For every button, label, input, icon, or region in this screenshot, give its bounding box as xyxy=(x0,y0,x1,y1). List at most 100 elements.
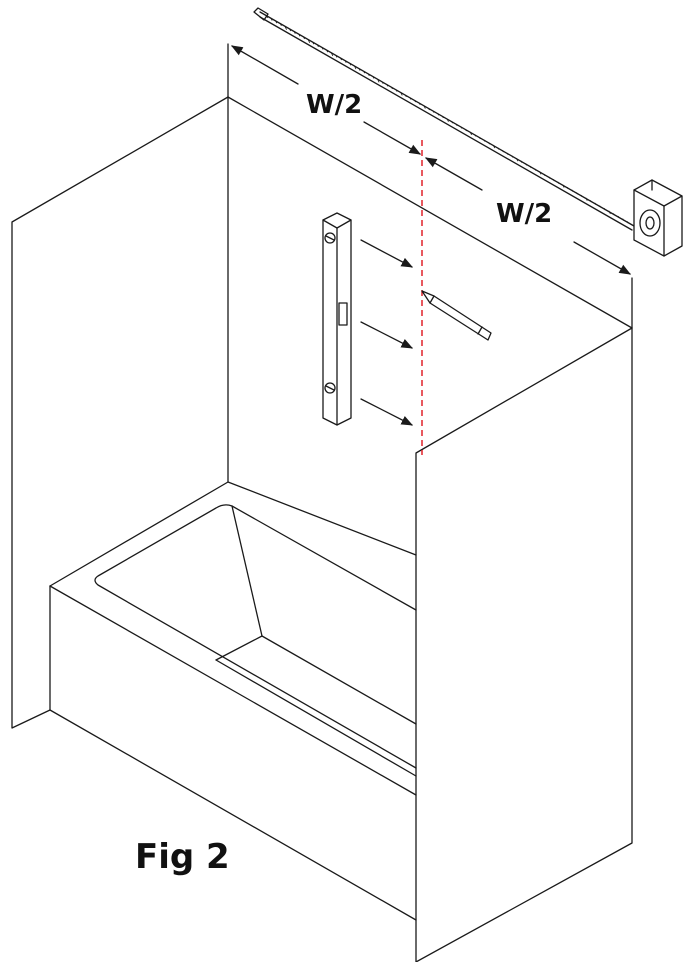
tape-tick xyxy=(516,158,519,162)
dim-arrow-right-end xyxy=(573,241,632,275)
tape-tick xyxy=(294,31,296,34)
tape-tick xyxy=(354,65,357,70)
tape-tick xyxy=(344,60,347,63)
tape-tick xyxy=(386,84,389,87)
tape-tick xyxy=(275,21,278,24)
tape-tick xyxy=(465,129,467,132)
tape-measure-icon xyxy=(253,7,683,257)
tape-tick xyxy=(594,202,597,205)
tape-tick xyxy=(349,63,352,66)
tape-tick xyxy=(446,118,449,122)
tape-tick xyxy=(381,81,384,84)
tape-tick xyxy=(423,105,426,109)
tape-tick xyxy=(455,123,458,126)
tape-tick xyxy=(405,94,407,98)
tape-tick xyxy=(474,134,477,137)
tape-tick xyxy=(557,181,560,184)
tape-tick xyxy=(548,176,551,179)
bath-inner-corner xyxy=(231,505,263,637)
tape-tick xyxy=(331,52,334,57)
pointer-arrows xyxy=(360,239,414,426)
tape-tick xyxy=(303,37,305,40)
bath-top-left xyxy=(49,481,417,587)
tape-tick xyxy=(307,39,311,43)
tape-tick xyxy=(409,97,412,100)
tape-tick xyxy=(284,26,287,30)
tape-tick xyxy=(539,171,542,175)
dimension-label-left: W/2 xyxy=(306,90,362,120)
tape-tick xyxy=(418,102,421,105)
dim-arrow-right-start xyxy=(424,157,483,191)
tape-tick xyxy=(266,15,268,19)
tape-tick xyxy=(553,179,555,182)
tape-tick xyxy=(483,139,486,142)
tape-tick xyxy=(368,73,370,76)
tape-tick xyxy=(312,42,315,45)
tape-tick xyxy=(391,86,393,90)
tape-tick xyxy=(585,197,588,201)
tape-tick xyxy=(280,23,282,27)
bath xyxy=(49,481,417,921)
tape-tick xyxy=(543,173,546,176)
tape-tick xyxy=(566,186,569,190)
dimension-label-right: W/2 xyxy=(496,199,552,229)
bath-top-front xyxy=(49,585,417,796)
tape-tick xyxy=(469,131,472,136)
tape-tick xyxy=(571,189,574,192)
tape-tick xyxy=(497,147,500,150)
tape-tick xyxy=(377,79,380,83)
tape-tick xyxy=(529,165,532,169)
tape-tick xyxy=(479,136,481,140)
tape-tick xyxy=(437,113,440,116)
alcove-walls xyxy=(11,43,633,729)
tape-tick xyxy=(492,144,496,149)
tape-tick xyxy=(358,68,361,71)
tape-tick xyxy=(525,163,527,166)
dimension-lines xyxy=(230,45,632,275)
tape-tick xyxy=(617,215,620,219)
tape-tick xyxy=(488,142,490,145)
tape-tick xyxy=(442,115,444,119)
spirit-level-icon xyxy=(322,212,352,426)
tape-tick xyxy=(321,47,324,50)
tape-tick xyxy=(395,89,398,92)
dim-arrow-left-end xyxy=(363,121,422,155)
tape-tick xyxy=(414,100,416,103)
bath-floor-edge xyxy=(215,659,417,777)
shower-screen-panel xyxy=(415,327,633,962)
arrow-icon xyxy=(360,239,414,268)
arrow-icon xyxy=(360,321,414,349)
arrow-icon xyxy=(360,398,414,426)
tape-tick xyxy=(432,110,435,113)
tape-tick xyxy=(599,205,601,208)
tape-tick xyxy=(580,194,583,198)
tape-tick xyxy=(608,210,611,215)
bath-bottom-front xyxy=(49,709,417,921)
tape-tick xyxy=(270,18,273,21)
tape-tick xyxy=(460,126,463,129)
tape-tick xyxy=(363,71,366,74)
tape-tick xyxy=(317,44,319,48)
tape-tick xyxy=(451,121,453,124)
tape-tick xyxy=(627,221,629,224)
back-wall-top-edge xyxy=(227,96,633,329)
pencil-icon xyxy=(421,290,492,341)
tape-tick xyxy=(534,168,537,171)
bath-floor-back xyxy=(261,635,417,725)
tape-tick xyxy=(298,34,301,37)
tape-tick xyxy=(428,108,430,111)
tape-tick xyxy=(502,150,504,153)
tape-tick xyxy=(622,218,625,221)
tape-tick xyxy=(400,92,403,96)
tape-tick xyxy=(562,184,565,188)
tape-tick xyxy=(326,50,329,53)
dim-arrow-left-start xyxy=(230,45,299,85)
tape-tick xyxy=(520,160,523,163)
tape-tick xyxy=(511,155,514,158)
tape-tick xyxy=(506,152,509,155)
tape-tick xyxy=(289,29,292,32)
tape-tick xyxy=(340,58,342,61)
tape-tick xyxy=(372,76,375,79)
bath-inner-rim xyxy=(94,504,417,769)
left-side-wall xyxy=(11,96,229,729)
